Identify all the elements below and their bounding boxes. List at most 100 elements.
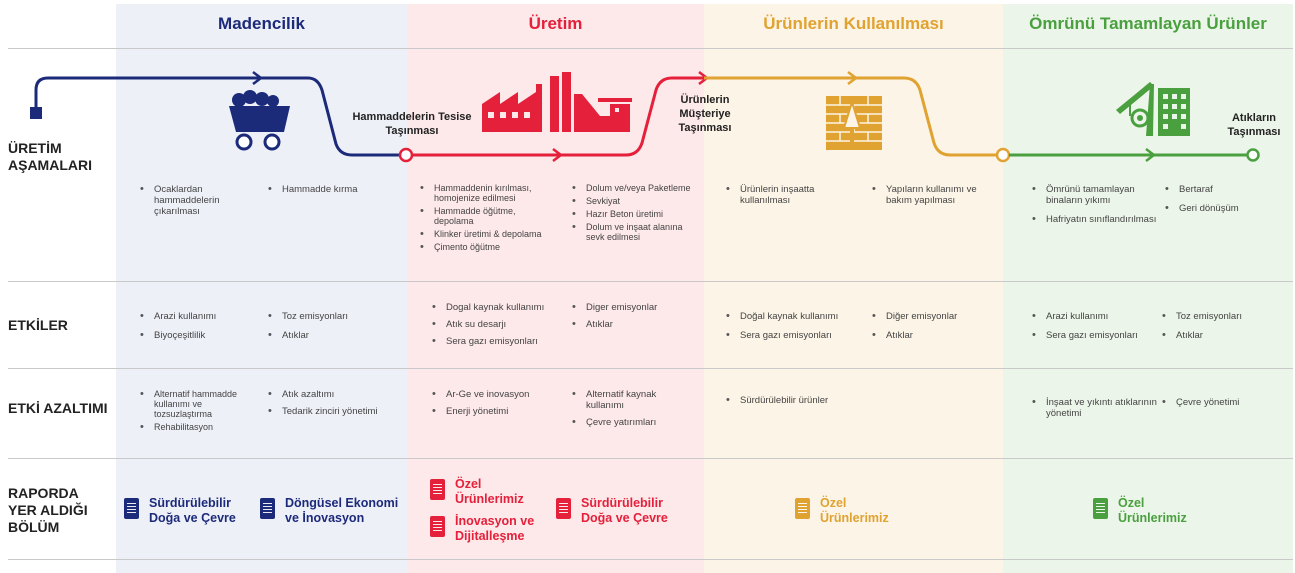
row-divider <box>8 48 1293 49</box>
impacts-list-mining-b: Toz emisyonları Atıklar <box>268 311 388 349</box>
impacts-list-eol-b: Toz emisyonları Atıklar <box>1162 311 1277 349</box>
report-link[interactable]: Özel Ürünlerimiz <box>795 496 905 526</box>
list-item: Geri dönüşüm <box>1165 203 1275 214</box>
impacts-list-mining-a: Arazi kullanımı Biyoçeşitlilik <box>140 311 255 349</box>
list-item: Hafriyatın sınıflandırılması <box>1032 214 1157 225</box>
impacts-list-usage-b: Diğer emisyonlar Atıklar <box>872 311 992 349</box>
list-item: Atık su desarjı <box>432 319 567 330</box>
mitigation-list-mining-a: Alternatif hammadde kullanımı ve tozsuzl… <box>140 389 260 435</box>
row-divider <box>8 281 1293 282</box>
row-divider <box>8 458 1293 459</box>
report-label: Döngüsel Ekonomi ve İnovasyon <box>285 496 399 525</box>
row-divider <box>8 368 1293 369</box>
column-bg-eol <box>1003 4 1293 573</box>
stages-list-mining-a: Ocaklardan hammaddelerin çıkarılması <box>140 184 245 225</box>
list-item: Hazır Beton üretimi <box>572 209 692 219</box>
process-flow-diagram <box>30 71 1260 163</box>
report-link[interactable]: İnovasyon ve Dijitalleşme <box>430 514 550 544</box>
report-link[interactable]: Özel Ürünlerimiz <box>430 477 545 507</box>
document-icon <box>795 498 810 519</box>
list-item: Dolum ve/veya Paketleme <box>572 183 692 193</box>
report-label: İnovasyon ve Dijitalleşme <box>455 514 535 543</box>
report-link[interactable]: Sürdürülebilir Doğa ve Çevre <box>556 496 686 526</box>
document-icon <box>430 516 445 537</box>
list-item: Atıklar <box>872 330 992 341</box>
report-link[interactable]: Sürdürülebilir Doğa ve Çevre <box>124 496 254 526</box>
document-icon <box>260 498 275 519</box>
impacts-list-usage-a: Doğal kaynak kullanımı Sera gazı emisyon… <box>726 311 861 349</box>
document-icon <box>124 498 139 519</box>
list-item: Ar-Ge ve inovasyon <box>432 389 562 400</box>
list-item: Hammadde öğütme, depolama <box>420 206 555 226</box>
flow-label-transport-to-customer: Ürünlerin Müşteriye Taşınması <box>678 94 732 134</box>
document-icon <box>556 498 571 519</box>
stages-list-usage-a: Ürünlerin inşaatta kullanılması <box>726 184 856 214</box>
stages-list-production-b: Dolum ve/veya Paketleme Sevkiyat Hazır B… <box>572 183 692 245</box>
flow-arrow-icon <box>847 71 859 85</box>
list-item: Hammaddenin kırılması, homojenize edilme… <box>420 183 555 203</box>
stages-list-usage-b: Yapıların kullanımı ve bakım yapılması <box>872 184 992 214</box>
list-item: Toz emisyonları <box>1162 311 1277 322</box>
mitigation-list-eol-b: Çevre yönetimi <box>1162 397 1272 416</box>
row-label-report: RAPORDA YER ALDIĞI BÖLÜM <box>8 485 88 535</box>
stages-list-eol-b: Bertaraf Geri dönüşüm <box>1165 184 1275 222</box>
flow-line-usage <box>704 76 998 157</box>
mitigation-list-usage-a: Sürdürülebilir ürünler <box>726 395 876 414</box>
impacts-list-eol-a: Arazi kullanımı Sera gazı emisyonları <box>1032 311 1157 349</box>
column-title-mining: Madencilik <box>218 14 305 33</box>
list-item: Doğal kaynak kullanımı <box>726 311 861 322</box>
list-item: Biyoçeşitlilik <box>140 330 255 341</box>
report-label: Özel Ürünlerimiz <box>820 496 889 525</box>
list-item: Dolum ve inşaat alanına sevk edilmesi <box>572 222 692 242</box>
list-item: Atıklar <box>268 330 388 341</box>
flow-node <box>995 147 1011 163</box>
list-item: Diğer emisyonlar <box>872 311 992 322</box>
flow-arrow-icon <box>252 71 264 85</box>
list-item: Atık azaltımı <box>268 389 378 400</box>
list-item: Enerji yönetimi <box>432 406 562 417</box>
report-label: Sürdürülebilir Doğa ve Çevre <box>581 496 668 525</box>
report-link[interactable]: Döngüsel Ekonomi ve İnovasyon <box>260 496 405 526</box>
list-item: Atıklar <box>572 319 692 330</box>
document-icon <box>1093 498 1108 519</box>
list-item: Sera gazı emisyonları <box>1032 330 1157 341</box>
list-item: Klinker üretimi & depolama <box>420 229 555 239</box>
report-label: Sürdürülebilir Doğa ve Çevre <box>149 496 236 525</box>
list-item: Sevkiyat <box>572 196 692 206</box>
flow-arrow-icon <box>552 148 564 162</box>
report-label: Özel Ürünlerimiz <box>455 477 524 506</box>
flow-end-node <box>1246 148 1260 162</box>
flow-node <box>398 147 414 163</box>
mitigation-list-eol-a: İnşaat ve yıkıntı atıklarının yönetimi <box>1032 397 1157 427</box>
list-item: Arazi kullanımı <box>1032 311 1157 322</box>
flow-label-transport-to-plant: Hammaddelerin Tesise Taşınması <box>352 111 472 137</box>
list-item: Çimento öğütme <box>420 242 555 252</box>
list-item: Toz emisyonları <box>268 311 388 322</box>
list-item: Diger emisyonlar <box>572 302 692 313</box>
list-item: Sera gazı emisyonları <box>726 330 861 341</box>
mitigation-list-production-a: Ar-Ge ve inovasyon Enerji yönetimi <box>432 389 562 423</box>
impacts-list-production-a: Dogal kaynak kullanımı Atık su desarjı S… <box>432 302 567 353</box>
list-item: Sürdürülebilir ürünler <box>726 395 876 406</box>
list-item: Ömrünü tamamlayan binaların yıkımı <box>1032 184 1157 206</box>
brick-wall-icon <box>826 96 882 150</box>
mitigation-list-production-b: Alternatif kaynak kullanımı Çevre yatırı… <box>572 389 687 434</box>
list-item: Bertaraf <box>1165 184 1275 195</box>
list-item: Çevre yatırımları <box>572 417 687 428</box>
document-icon <box>430 479 445 500</box>
flow-label-waste-transport: Atıkların Taşınması <box>1227 112 1281 138</box>
list-item: İnşaat ve yıkıntı atıklarının yönetimi <box>1032 397 1157 419</box>
list-item: Alternatif hammadde kullanımı ve tozsuzl… <box>140 389 260 419</box>
list-item: Tedarik zinciri yönetimi <box>268 406 378 417</box>
list-item: Dogal kaynak kullanımı <box>432 302 567 313</box>
row-label-impacts: ETKİLER <box>8 317 68 333</box>
flow-start-marker <box>30 107 42 119</box>
list-item: Ürünlerin inşaatta kullanılması <box>726 184 856 206</box>
stages-list-eol-a: Ömrünü tamamlayan binaların yıkımı Hafri… <box>1032 184 1157 233</box>
report-label: Özel Ürünlerimiz <box>1118 496 1187 525</box>
column-title-eol: Ömrünü Tamamlayan Ürünler <box>1029 14 1267 33</box>
list-item: Arazi kullanımı <box>140 311 255 322</box>
list-item: Rehabilitasyon <box>140 422 260 432</box>
report-link[interactable]: Özel Ürünlerimiz <box>1093 496 1203 526</box>
column-title-production: Üretim <box>528 14 583 33</box>
